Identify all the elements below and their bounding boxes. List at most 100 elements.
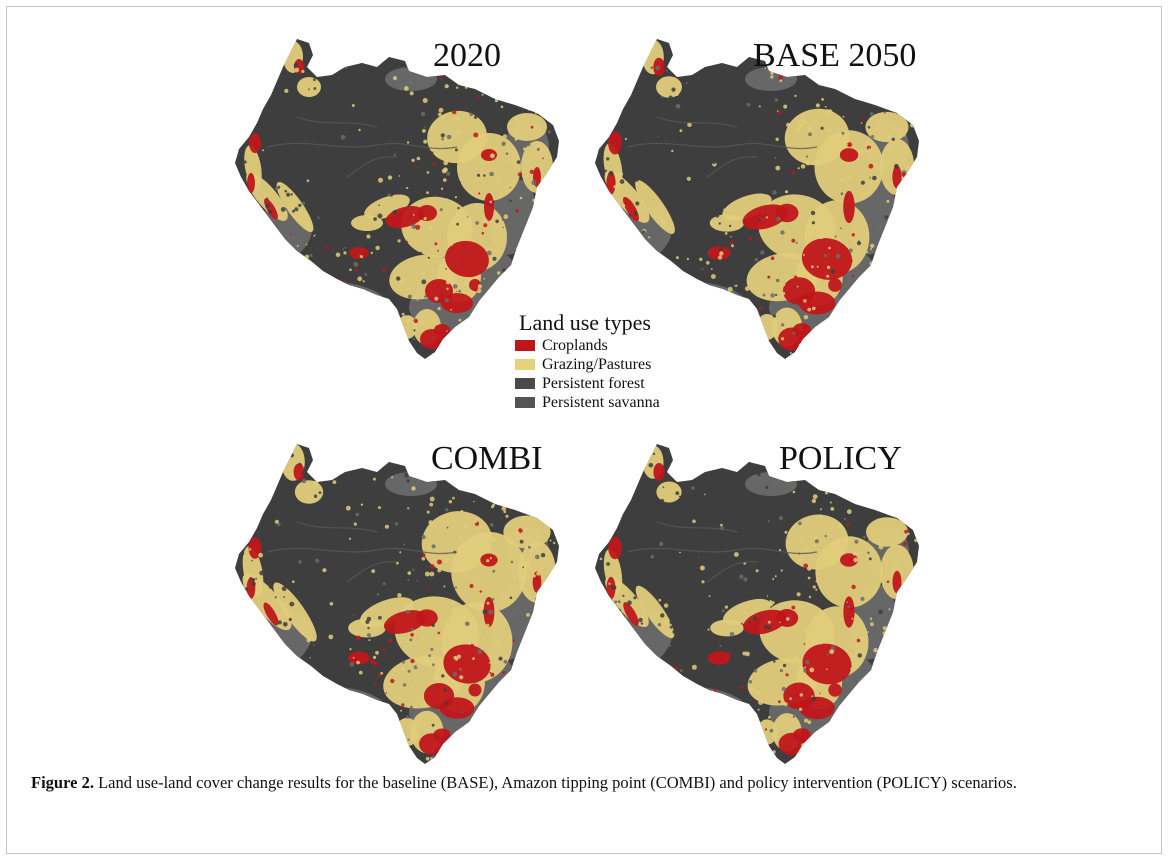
texture-dot	[521, 638, 527, 644]
texture-dot	[546, 259, 551, 264]
texture-dot	[386, 155, 388, 157]
texture-dot	[348, 595, 352, 598]
texture-dot	[542, 714, 547, 719]
texture-dot	[465, 341, 469, 345]
texture-dot	[407, 571, 412, 575]
texture-dot	[636, 523, 641, 529]
texture-dot	[261, 473, 266, 478]
texture-dot	[740, 702, 745, 707]
texture-dot	[889, 332, 891, 335]
texture-dot	[536, 571, 541, 576]
texture-dot	[710, 156, 714, 159]
texture-dot	[729, 138, 733, 142]
texture-dot	[298, 203, 302, 208]
texture-dot	[241, 536, 247, 541]
texture-dot	[488, 480, 493, 485]
texture-dot	[824, 747, 828, 751]
texture-dot	[397, 593, 402, 598]
texture-dot	[483, 174, 486, 177]
texture-dot	[244, 587, 249, 592]
texture-dot	[625, 79, 629, 84]
texture-dot	[412, 214, 415, 216]
texture-dot	[326, 351, 330, 355]
texture-dot	[660, 613, 665, 618]
texture-dot	[402, 150, 407, 155]
texture-dot	[678, 297, 682, 300]
texture-dot	[405, 677, 407, 680]
texture-dot	[411, 158, 415, 162]
texture-dot	[666, 736, 669, 740]
map-panel-base-2050: BASE 2050	[587, 27, 947, 367]
pasture-patch	[722, 193, 772, 221]
texture-dot	[675, 92, 679, 96]
texture-dot	[699, 224, 705, 230]
texture-dot	[688, 531, 690, 533]
texture-dot	[353, 522, 357, 526]
texture-dot	[373, 354, 375, 356]
texture-dot	[886, 242, 891, 247]
texture-dot	[295, 542, 299, 547]
texture-dot	[378, 177, 383, 183]
texture-dot	[387, 175, 393, 180]
texture-dot	[641, 127, 644, 130]
texture-dot	[495, 219, 499, 224]
texture-dot	[548, 192, 552, 196]
texture-dot	[491, 597, 495, 601]
texture-dot	[744, 91, 747, 94]
texture-dot	[346, 453, 349, 456]
texture-dot	[398, 519, 402, 523]
texture-dot	[885, 585, 888, 588]
texture-dot	[694, 57, 698, 61]
texture-dot	[528, 549, 533, 553]
texture-dot	[354, 98, 357, 101]
texture-dot	[696, 48, 700, 52]
texture-dot	[796, 674, 800, 679]
texture-dot	[501, 506, 507, 511]
texture-dot	[280, 656, 284, 661]
texture-dot	[328, 170, 332, 174]
texture-dot	[438, 152, 440, 155]
texture-dot	[285, 757, 290, 761]
texture-dot	[670, 722, 673, 725]
texture-dot	[349, 268, 352, 271]
texture-dot	[283, 128, 289, 133]
texture-dot	[270, 577, 273, 580]
texture-dot	[508, 748, 513, 753]
texture-dot	[308, 63, 311, 66]
texture-dot	[660, 179, 664, 183]
texture-dot	[242, 608, 244, 610]
texture-dot	[272, 740, 275, 743]
texture-dot	[452, 743, 457, 748]
texture-dot	[867, 274, 872, 279]
texture-dot	[909, 111, 914, 116]
texture-dot	[848, 174, 853, 180]
texture-dot	[848, 248, 853, 253]
texture-dot	[730, 329, 733, 332]
texture-dot	[339, 468, 344, 472]
texture-dot	[608, 454, 611, 457]
texture-dot	[606, 675, 608, 678]
texture-dot	[779, 79, 783, 82]
texture-dot	[330, 561, 335, 567]
texture-dot	[313, 644, 316, 647]
texture-dot	[278, 467, 281, 471]
texture-dot	[331, 713, 333, 716]
texture-dot	[655, 102, 661, 108]
texture-dot	[348, 515, 351, 518]
texture-dot	[606, 538, 610, 542]
texture-dot	[867, 295, 871, 299]
texture-dot	[337, 160, 343, 165]
texture-dot	[866, 138, 868, 141]
texture-dot	[289, 453, 294, 458]
texture-dot	[659, 757, 662, 760]
texture-dot	[519, 539, 524, 544]
texture-dot	[294, 207, 299, 212]
texture-dot	[691, 721, 695, 725]
texture-dot	[612, 657, 617, 663]
texture-dot	[490, 153, 495, 159]
texture-dot	[446, 526, 449, 529]
texture-dot	[293, 62, 299, 68]
texture-dot	[558, 575, 559, 579]
texture-dot	[301, 201, 306, 205]
texture-dot	[831, 334, 833, 337]
